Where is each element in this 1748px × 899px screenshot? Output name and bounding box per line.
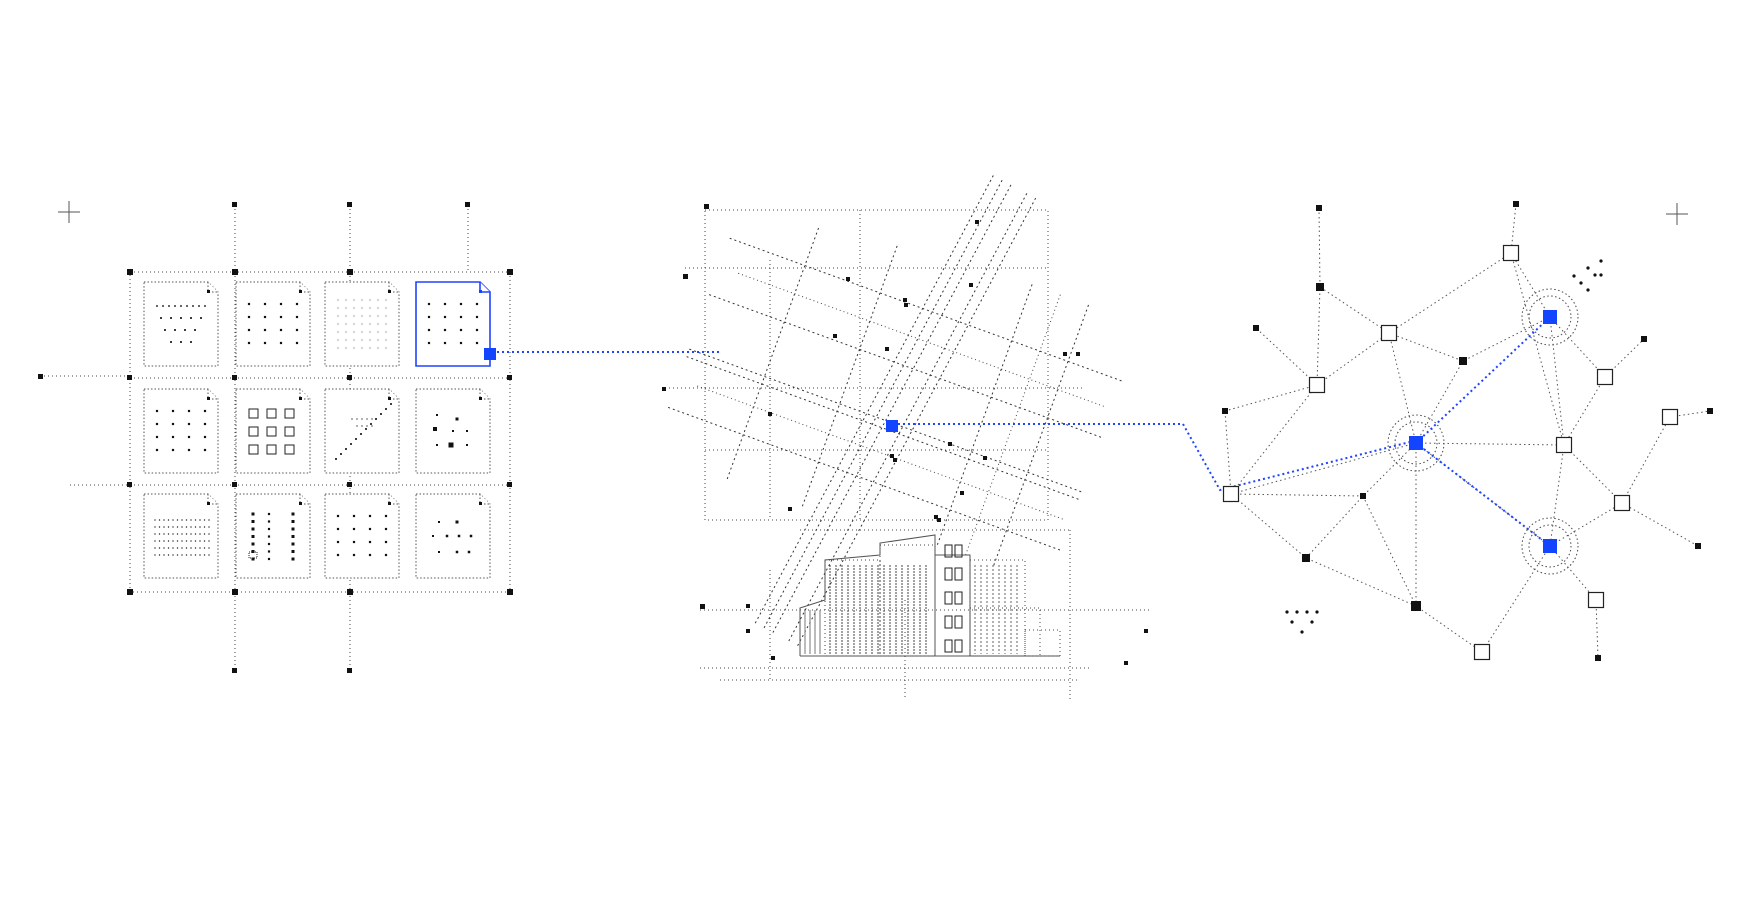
node-icon	[1253, 325, 1259, 331]
node-icon-highlighted	[1543, 539, 1557, 553]
node-icon	[1316, 205, 1322, 211]
network-highlight-link	[1415, 442, 1551, 547]
document-icon	[235, 281, 311, 367]
node-icon	[1411, 601, 1421, 611]
node-icon	[1380, 324, 1398, 342]
node-icon	[1707, 408, 1713, 414]
node-icon	[1613, 494, 1631, 512]
node-network-panel	[1222, 201, 1713, 661]
document-icon	[324, 493, 400, 579]
node-icon-highlighted	[1543, 310, 1557, 324]
document-icon	[235, 493, 311, 579]
document-icon-highlighted	[415, 281, 496, 367]
node-icon	[1316, 283, 1324, 291]
node-icon	[1502, 244, 1520, 262]
crosshair-icon-right	[1666, 203, 1688, 225]
node-icon	[1308, 376, 1326, 394]
document-icon	[415, 388, 491, 474]
node-icon	[1222, 485, 1240, 503]
map-highlight-node	[886, 420, 898, 432]
document-icon	[324, 388, 400, 474]
node-icon	[1513, 201, 1519, 207]
document-grid-panel	[38, 202, 513, 675]
link-map-to-network	[898, 423, 1411, 492]
node-icon	[1587, 591, 1605, 609]
node-icon	[1555, 436, 1573, 454]
node-icon	[1641, 336, 1647, 342]
document-icon	[143, 281, 219, 367]
document-icon	[143, 388, 219, 474]
document-icon	[415, 493, 491, 579]
node-icon	[1596, 368, 1614, 386]
node-icon	[1222, 408, 1228, 414]
crosshair-icon-left	[58, 201, 80, 223]
node-icon	[1695, 543, 1701, 549]
node-icon	[1459, 357, 1467, 365]
node-icon	[1360, 493, 1366, 499]
document-icon	[235, 388, 311, 474]
node-icon-highlighted	[1409, 436, 1423, 450]
node-icon	[1473, 643, 1491, 661]
network-highlight-link	[1415, 316, 1551, 444]
document-icon	[324, 281, 400, 367]
document-icon	[143, 493, 219, 579]
building-icon	[700, 529, 1150, 700]
node-icon	[1661, 408, 1679, 426]
city-map-panel	[662, 172, 1150, 700]
node-icon	[1595, 655, 1601, 661]
node-icon	[1302, 554, 1310, 562]
